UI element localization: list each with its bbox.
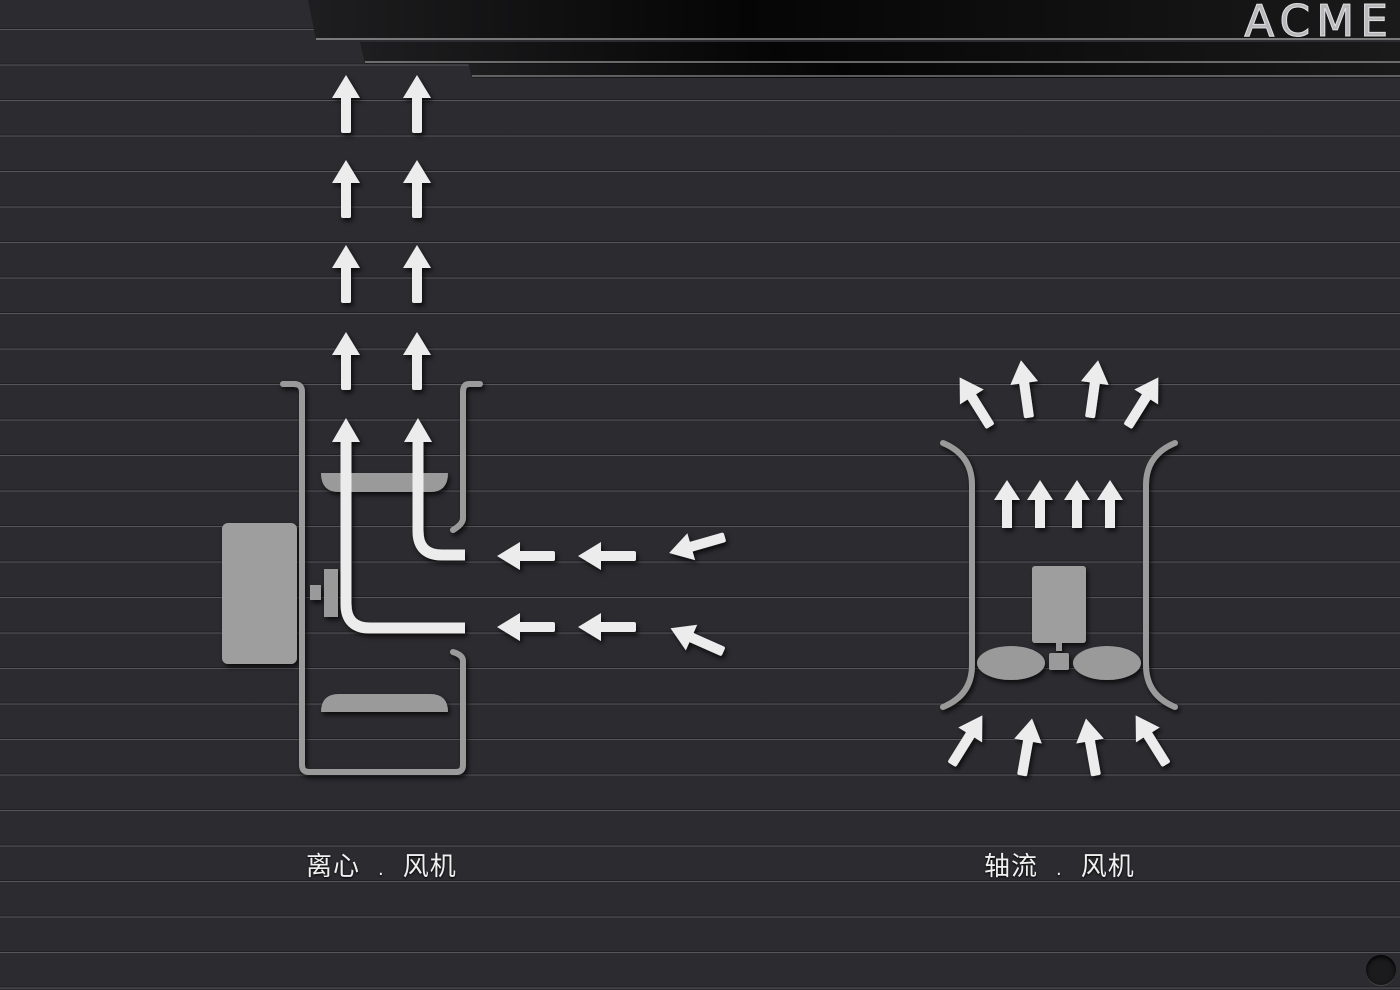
axial-inner-arrows-icon [994,480,1123,528]
shaft-coupling [310,585,321,600]
label-part-a: 轴流 [984,852,1039,882]
axial-duct [940,440,1178,710]
label-separator: . [1056,859,1063,880]
impeller-lower [321,694,448,712]
axial-motor-icon [1032,566,1086,643]
corner-button[interactable] [1366,955,1396,985]
axial-fan-diagram [939,358,1179,778]
motor-icon [222,523,297,664]
centrifugal-fan-diagram [222,75,730,775]
exhaust-arrows-icon [332,75,431,390]
centrifugal-fan-label: 离心. 风机 [306,846,457,883]
label-part-b: 风机 [1080,852,1135,882]
fan-blade-right [1073,646,1141,680]
label-separator: . [378,859,385,880]
axial-fan-label: 轴流. 风机 [984,846,1135,883]
impeller-upper [321,473,448,492]
fan-housing [280,381,483,775]
intake-arrows-icon [497,523,730,665]
label-part-b: 风机 [402,852,457,882]
label-part-a: 离心 [306,852,361,882]
shaft-hub [324,569,338,617]
axial-exhaust-arrows-icon [947,358,1171,435]
brand-logo: ACME [1244,0,1394,48]
axial-hub [1049,653,1069,670]
axial-intake-arrows-icon [939,707,1179,778]
airflow-paths [340,440,465,634]
fan-blade-left [977,646,1045,680]
header-bar [308,0,1400,78]
